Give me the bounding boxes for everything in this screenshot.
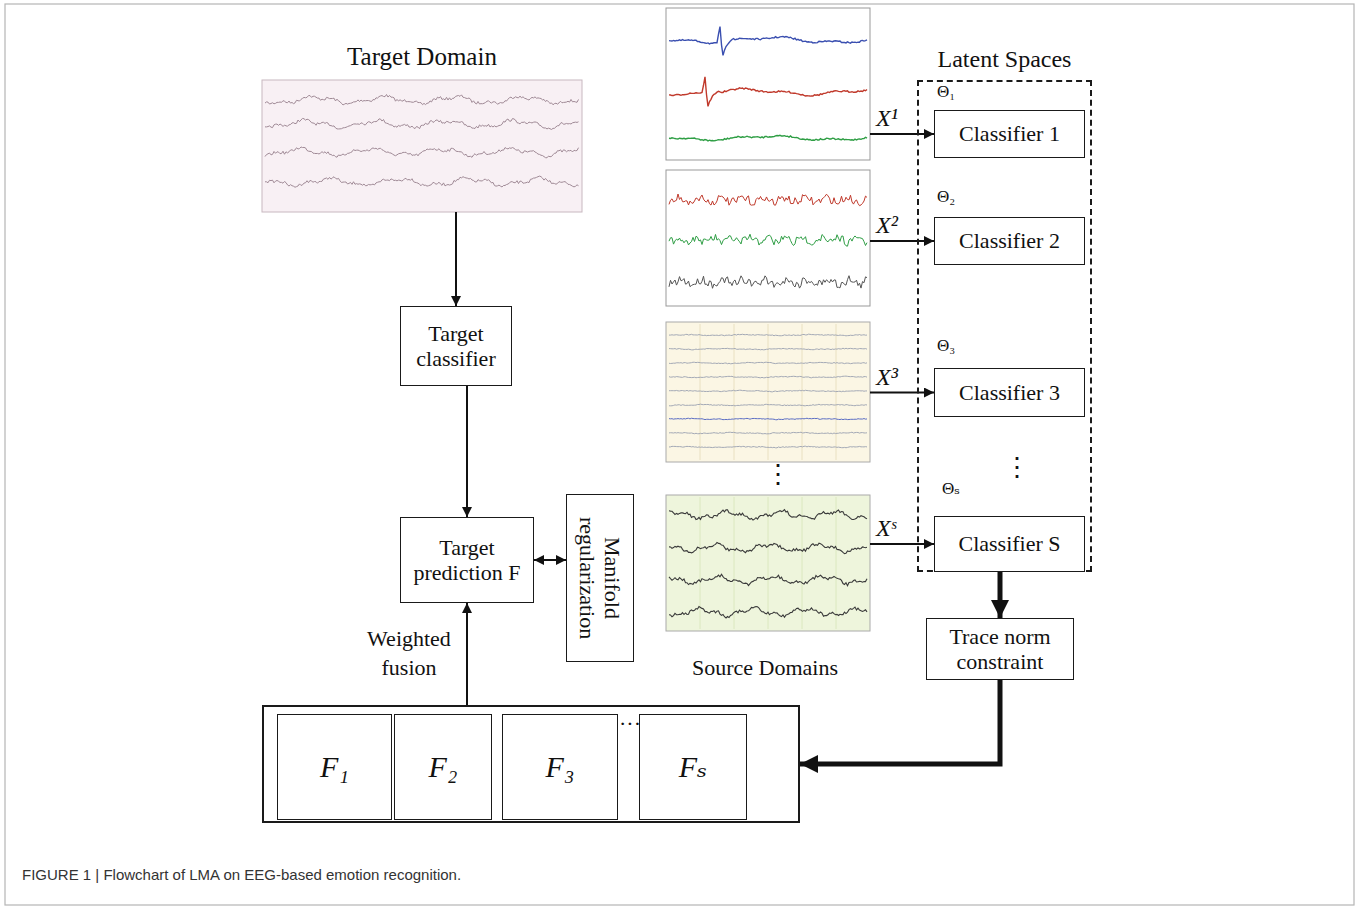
edge-label: X³ — [874, 365, 900, 389]
flow-arrow — [870, 543, 934, 545]
eeg-trace — [669, 77, 867, 107]
parameter-label: Θ₁ — [937, 83, 955, 100]
box-label: Classifier 3 — [959, 380, 1060, 405]
grid-line — [734, 497, 735, 629]
process-box: Classifier S — [934, 516, 1085, 572]
grid-line — [802, 497, 803, 629]
edge-label: Weighted fusion — [363, 625, 455, 682]
eeg-trace — [265, 176, 579, 187]
box-label: Classifier 2 — [959, 228, 1060, 253]
parameter-label: Θ₃ — [937, 337, 955, 354]
edge-label: X¹ — [874, 106, 900, 130]
eeg-trace — [669, 334, 867, 336]
heading-label: Source Domains — [660, 655, 870, 680]
eeg-trace — [669, 194, 867, 206]
edge-label: X² — [874, 213, 900, 237]
process-box: F₃ — [502, 714, 618, 820]
eeg-trace — [265, 147, 579, 158]
box-label: Target classifier — [407, 321, 505, 372]
process-box: Fₛ — [639, 714, 747, 820]
eeg-trace — [265, 95, 579, 105]
flow-arrow — [534, 559, 566, 561]
box-label: F₁ — [320, 750, 349, 785]
figure-caption: FIGURE 1 | Flowchart of LMA on EEG-based… — [22, 866, 461, 883]
eeg-trace — [669, 446, 867, 448]
image-region: Source Domains — [660, 4, 870, 684]
thick-arrow — [998, 572, 1003, 618]
process-box: Target classifier — [400, 306, 512, 386]
eeg-trace — [669, 607, 867, 618]
grid-line — [700, 324, 701, 460]
eeg-panel — [666, 170, 870, 306]
eeg-trace — [669, 542, 867, 553]
eeg-panel — [666, 8, 870, 160]
parameter-label: Θₛ — [942, 480, 960, 497]
grid-line — [700, 497, 701, 629]
process-box: Classifier 1 — [934, 110, 1085, 158]
eeg-trace — [265, 118, 579, 129]
heading-label: Latent Spaces — [919, 46, 1090, 74]
flow-arrow — [870, 240, 934, 242]
eeg-panel — [666, 495, 870, 631]
box-label: Classifier S — [958, 531, 1060, 556]
box-label: Classifier 1 — [959, 121, 1060, 146]
flow-arrow — [870, 133, 934, 135]
eeg-trace — [669, 404, 867, 406]
latent-space-group: Latent SpacesClassifier 1Classifier 2Cla… — [917, 80, 1092, 572]
flow-arrow — [466, 386, 468, 517]
edge-label: Xˢ — [874, 516, 898, 540]
process-box: F₁ — [277, 714, 392, 820]
grid-line — [836, 497, 837, 629]
box-label: F₃ — [546, 750, 575, 785]
eeg-panel — [666, 322, 870, 462]
flow-arrow — [870, 392, 934, 394]
eeg-trace — [669, 574, 867, 585]
eeg-trace — [669, 390, 867, 392]
thick-arrow — [800, 680, 1000, 764]
grid-line — [802, 324, 803, 460]
prediction-group: ··· F₁ F₂ F₃ Fₛ — [262, 705, 800, 823]
process-box: Target prediction F — [400, 517, 534, 603]
process-box: Classifier 3 — [934, 368, 1085, 417]
eeg-panel — [262, 80, 582, 212]
eeg-trace — [669, 510, 867, 520]
figure-frame — [5, 4, 1354, 905]
eeg-trace — [669, 432, 867, 434]
eeg-trace — [669, 362, 867, 364]
eeg-trace — [669, 276, 867, 289]
box-label: F₂ — [429, 750, 458, 785]
ellipsis-mark: ⋮ — [765, 462, 791, 488]
eeg-trace — [669, 27, 867, 56]
process-box: Trace norm constraint — [926, 618, 1074, 680]
parameter-label: Θ₂ — [937, 188, 955, 205]
box-label: Target prediction F — [407, 535, 527, 586]
process-box: Manifold regularization — [566, 494, 634, 662]
heading-label: Target Domain — [262, 43, 582, 72]
process-box: F₂ — [394, 714, 492, 820]
image-region: Target Domain — [262, 80, 582, 212]
eeg-trace — [669, 135, 867, 141]
heading-label: ··· — [619, 711, 641, 736]
box-label: Manifold regularization — [575, 499, 626, 657]
grid-line — [734, 324, 735, 460]
eeg-trace — [669, 348, 867, 350]
ellipsis-mark: ⋮ — [1004, 455, 1030, 481]
box-label: Trace norm constraint — [933, 624, 1067, 675]
eeg-trace — [669, 234, 867, 246]
process-box: Classifier 2 — [934, 217, 1085, 265]
flow-arrow — [466, 603, 468, 705]
eeg-trace — [669, 418, 867, 420]
eeg-trace — [669, 376, 867, 378]
flow-arrow — [455, 212, 457, 306]
box-label: Fₛ — [679, 750, 707, 785]
